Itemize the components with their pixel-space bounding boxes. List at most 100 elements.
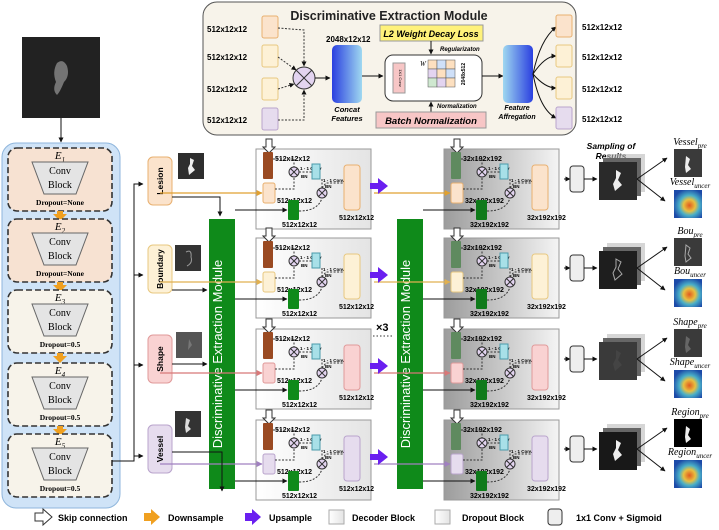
- bn-label: BN: [489, 263, 496, 268]
- conv-label: 1 - 1 Conv: [488, 166, 510, 171]
- conv-block-label: Conv: [49, 237, 71, 248]
- upsample-arrow-icon: [370, 358, 388, 374]
- dem-feature: [288, 200, 299, 220]
- conv-label: 1 - 1 Conv: [511, 267, 533, 272]
- conv-1x1-label: 1X1 Conv: [398, 69, 403, 87]
- dem-feature: [476, 289, 487, 309]
- skip-connection-arrow-icon: [449, 318, 465, 334]
- dem-vertical-1: Discriminative Extraction Module: [209, 219, 235, 489]
- multiply-node-icon: [288, 346, 300, 358]
- concat-features-block: [332, 45, 362, 103]
- conv-label: 1 - 1 Conv: [488, 346, 510, 351]
- encoder-block-name: E3: [54, 292, 66, 306]
- dim-label: 32x192x192: [463, 156, 502, 163]
- branch-feature: [262, 362, 276, 384]
- conv-label: 1 - 1 Conv: [488, 255, 510, 260]
- skip-connection-arrow-icon: [261, 318, 277, 334]
- dem-input-label: 512x12x12: [207, 53, 248, 62]
- conv-bn-block: [499, 343, 509, 360]
- branch-label: Shape: [155, 346, 165, 372]
- batch-norm-box: [375, 111, 487, 129]
- conv-block-label: Block: [48, 466, 72, 477]
- branch-feature: [450, 453, 464, 475]
- dem-output-label: 512x12x12: [582, 53, 623, 62]
- multiply-node-icon: [316, 367, 328, 379]
- branch-thumbnails: [175, 153, 204, 437]
- dim-label: 32x192x192: [463, 245, 502, 252]
- w-label: W: [420, 60, 427, 68]
- branch-feature: [450, 362, 464, 384]
- multiply-node-icon: [316, 458, 328, 470]
- prediction-image: [674, 238, 702, 266]
- conv-block-trapezoid: [31, 161, 89, 195]
- output-vessel-feature: [555, 106, 573, 130]
- multiply-node-icon: [288, 437, 300, 449]
- encoder-block-name: E4: [54, 365, 66, 379]
- dem-feature: [288, 380, 299, 400]
- conv-label: 1 - 1 Conv: [511, 178, 533, 183]
- encoder-block-name: E2: [54, 221, 66, 235]
- downsample-arrow-icon: [53, 353, 67, 363]
- dem-input-label: 512x12x12: [207, 116, 248, 125]
- dem-feature: [476, 200, 487, 220]
- conv-block-label: Conv: [49, 166, 71, 177]
- dim-label: 32x192x192: [527, 395, 566, 402]
- dim-label: 32x192x192: [463, 336, 502, 343]
- dem-vertical-label: Discriminative Extraction Module: [398, 260, 413, 449]
- output-shape-feature: [555, 76, 573, 100]
- uncertainty-heatmap: [674, 190, 702, 218]
- conv-label: 1 - 1 Conv: [323, 267, 345, 272]
- multiply-node-icon: [476, 346, 488, 358]
- dropout-label: Dropout=None: [36, 269, 85, 278]
- regularization-label: Regularizaton: [440, 47, 480, 53]
- dim-label: 512x12x12: [282, 222, 317, 229]
- multiply-node-icon: [476, 437, 488, 449]
- dropout-label: Dropout=0.5: [40, 413, 81, 422]
- skip-feature: [263, 332, 273, 359]
- bn-label: BN: [513, 184, 520, 189]
- encoder-block-name: E1: [54, 150, 65, 164]
- boundary-thumbnail: [175, 245, 201, 271]
- branch-lesion: Lesion: [147, 156, 173, 206]
- skip-connection-arrow-icon: [449, 227, 465, 243]
- conv-label: 1 - 1 Conv: [323, 178, 345, 183]
- branch-shape: Shape: [147, 334, 173, 384]
- dropout-block-swatch: [434, 509, 451, 525]
- decoder-output-feature: [531, 435, 549, 482]
- dim-label: 512x12x12: [275, 245, 310, 252]
- legend-decoder-label: Decoder Block: [352, 513, 416, 523]
- dem-input-label: 512x12x12: [207, 85, 248, 94]
- conv-bn-block: [311, 343, 321, 360]
- dim-label: 512x12x12: [339, 304, 374, 311]
- conv-block-label: Block: [48, 322, 72, 333]
- conv-block-trapezoid: [31, 447, 89, 481]
- encoder-panel: E1ConvBlockDropout=NoneE2ConvBlockDropou…: [1, 142, 121, 509]
- conv-label: 1 - 1 Conv: [511, 449, 533, 454]
- conv-block-label: Conv: [49, 452, 71, 463]
- multiply-node-icon: [288, 255, 300, 267]
- input-shape-feature: [261, 77, 279, 101]
- branch-label: Vessel: [155, 436, 165, 462]
- output-lesion-feature: [555, 14, 573, 38]
- multiply-node-icon: [476, 166, 488, 178]
- prediction-label: Boupre: [677, 226, 702, 239]
- bn-label: BN: [513, 273, 520, 278]
- upsample-arrows: [370, 178, 388, 465]
- skip-connection-arrow-icon: [261, 138, 277, 154]
- branch-feature: [450, 182, 464, 204]
- dim-label: 512x12x12: [275, 156, 310, 163]
- concat-label: Features: [331, 114, 362, 123]
- multiply-node-icon: [504, 187, 516, 199]
- dim-label: 32x192x192: [470, 222, 509, 229]
- sampling-title: Sampling of: [587, 141, 637, 151]
- prediction-label: Shapepre: [673, 317, 707, 330]
- conv-block-trapezoid: [31, 376, 89, 410]
- dim-label: 512x12x12: [275, 336, 310, 343]
- multiply-node-icon: [288, 166, 300, 178]
- skip-feature: [451, 332, 461, 359]
